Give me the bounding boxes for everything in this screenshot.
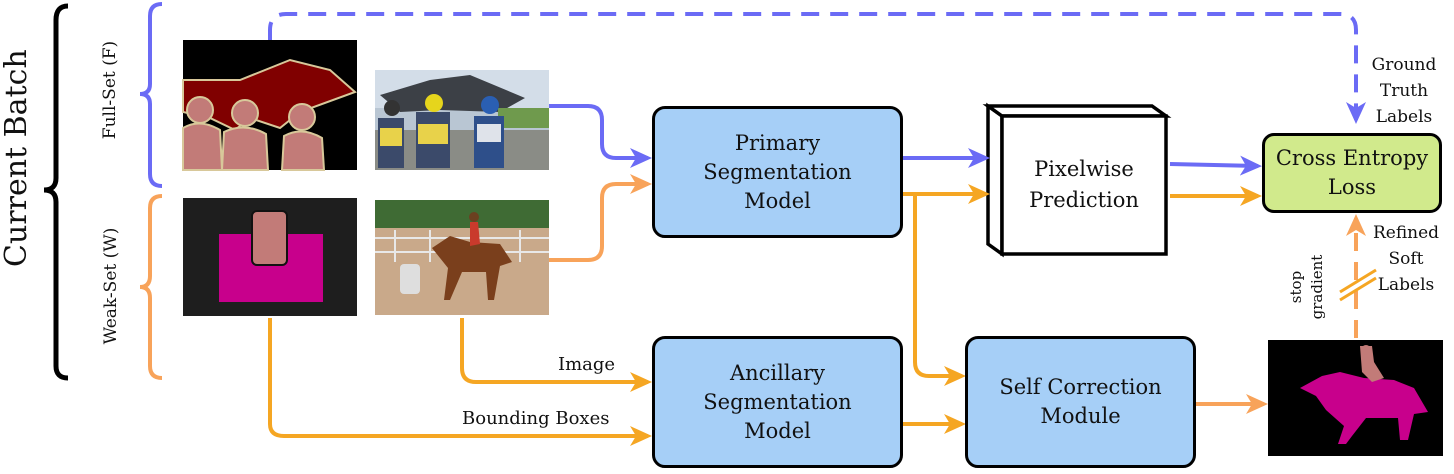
pixelwise-line-1: Pixelwise xyxy=(1034,157,1134,181)
self-correction-line-1: Self Correction xyxy=(999,375,1162,399)
primary-model-line-1: Primary xyxy=(734,130,821,155)
batch-label: Current Batch xyxy=(0,49,34,267)
image-to-ancillary-arrow xyxy=(460,318,652,392)
batch-brace xyxy=(43,3,69,381)
gt-line-1: Ground xyxy=(1371,55,1437,75)
weak-set-label: Weak-Set (W) xyxy=(101,227,121,345)
cross-entropy-loss: Cross Entropy Loss xyxy=(1262,133,1442,213)
refined-line-1: Refined xyxy=(1372,223,1440,243)
fullset-to-primary-arrow xyxy=(549,104,652,168)
full-set-mask-image xyxy=(182,40,357,171)
primary-model-line-2: Segmentation xyxy=(703,159,852,184)
gt-line-2: Truth xyxy=(1379,81,1429,101)
loss-line-2: Loss xyxy=(1327,175,1377,199)
refined-line-2: Soft xyxy=(1388,249,1424,269)
refined-soft-labels: Refined Soft Labels xyxy=(1366,220,1446,298)
pixelwise-prediction: Pixelwise Prediction xyxy=(1002,154,1166,216)
stop-gradient-line-1: stop xyxy=(1287,270,1305,304)
refined-mask-image xyxy=(1268,340,1443,456)
ground-truth-labels: Ground Truth Labels xyxy=(1364,52,1444,130)
pixelwise-to-loss-blue-arrow xyxy=(1169,155,1262,176)
weak-set-photo xyxy=(375,200,549,315)
self-correction-module: Self Correction Module xyxy=(965,336,1196,468)
bbox-to-ancillary-arrow xyxy=(268,318,652,446)
primary-model-line-3: Model xyxy=(744,188,811,213)
ancillary-model-line-1: Ancillary xyxy=(729,360,826,385)
weakset-to-primary-arrow xyxy=(549,174,652,262)
image-label: Image xyxy=(558,354,616,375)
pixelwise-line-2: Prediction xyxy=(1029,188,1139,212)
full-set-label: Full-Set (F) xyxy=(100,40,120,140)
pixelwise-cube xyxy=(982,102,1172,258)
stop-gradient-mark xyxy=(1339,276,1377,302)
primary-segmentation-model: Primary Segmentation Model xyxy=(652,106,903,238)
refined-line-3: Labels xyxy=(1377,275,1435,295)
bounding-boxes-label: Bounding Boxes xyxy=(462,408,610,429)
loss-line-1: Cross Entropy xyxy=(1275,146,1429,170)
ancillary-model-line-2: Segmentation xyxy=(703,389,852,414)
full-set-photo xyxy=(375,70,549,170)
weak-set-brace xyxy=(139,194,163,380)
ancillary-model-line-3: Model xyxy=(744,418,811,443)
stop-gradient-line-2: gradient xyxy=(1308,254,1326,320)
stop-gradient-label: stop gradient xyxy=(1286,244,1332,330)
gt-dashed-arrow xyxy=(268,12,1366,124)
full-set-brace xyxy=(139,2,163,188)
gt-line-3: Labels xyxy=(1375,107,1433,127)
primary-to-selfcorrection-arrow xyxy=(913,194,966,386)
ancillary-segmentation-model: Ancillary Segmentation Model xyxy=(652,336,903,468)
weak-set-bbox-image xyxy=(183,198,357,316)
self-correction-line-2: Module xyxy=(1040,404,1121,428)
